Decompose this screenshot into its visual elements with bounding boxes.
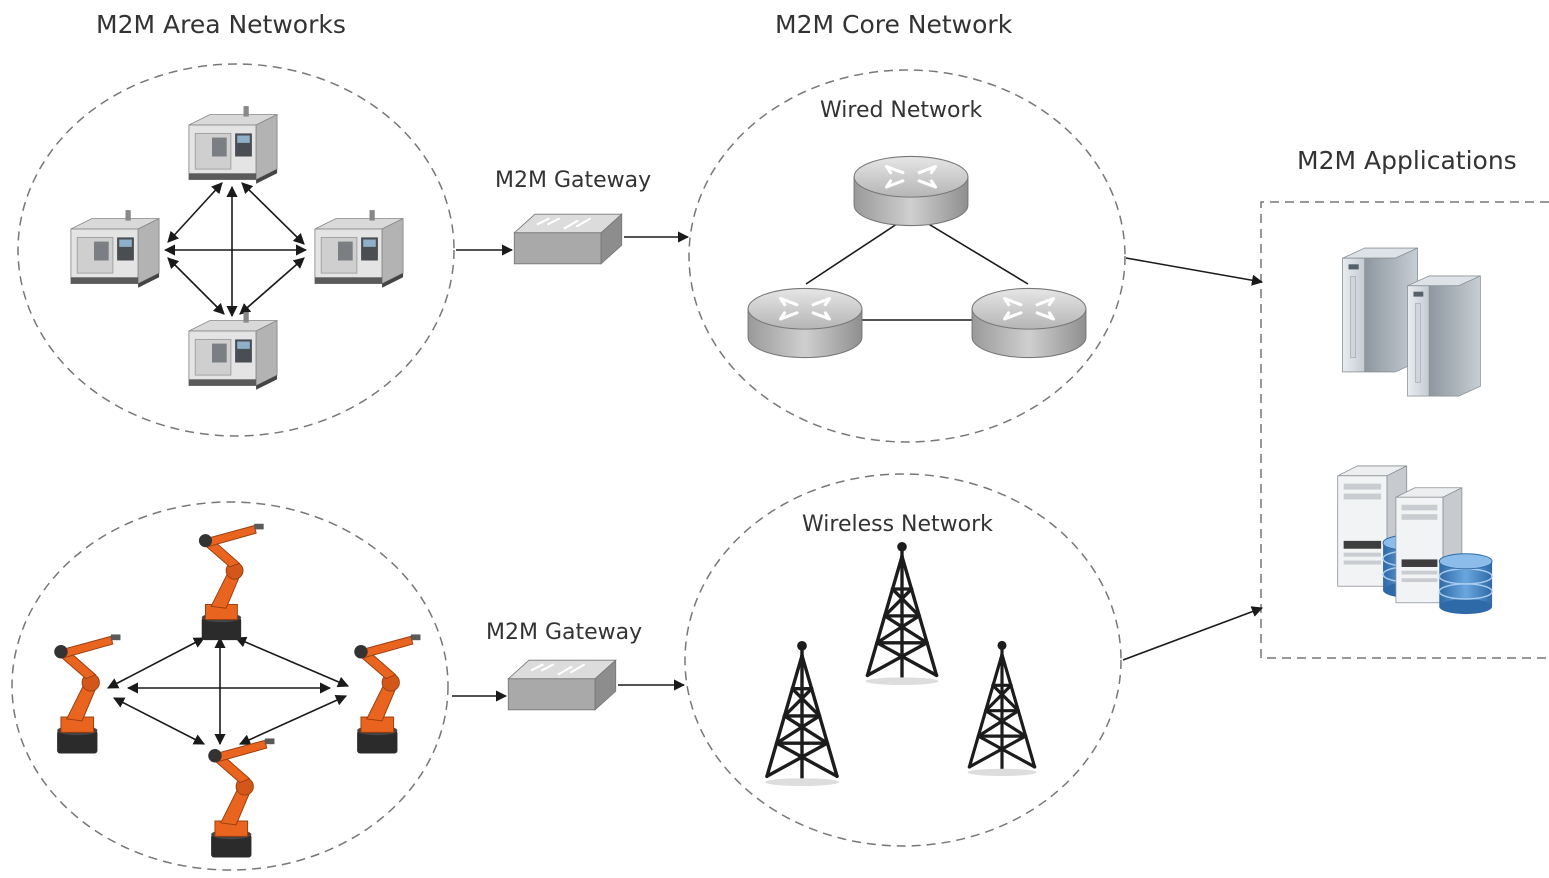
cnc-machine-icon — [314, 209, 404, 289]
gateway-label: M2M Gateway — [486, 620, 643, 645]
applications-header: M2M Applications — [1297, 146, 1517, 175]
cnc-machine-icon — [70, 209, 160, 289]
wired-network-label: Wired Network — [820, 98, 983, 123]
router-links — [805, 213, 1029, 321]
robot-arm-icon — [353, 633, 421, 754]
cnc-mesh-links — [163, 182, 308, 318]
wired-network-boundary — [688, 69, 1126, 443]
gateway-label: M2M Gateway — [495, 168, 652, 193]
robot-arm-icon — [207, 737, 275, 858]
cnc-machine-icon — [188, 311, 278, 391]
robot-mesh-links — [107, 636, 350, 746]
wireless-network-boundary — [684, 473, 1122, 847]
area-network-robot-boundary — [11, 501, 449, 871]
core-network-header: M2M Core Network — [775, 10, 1013, 39]
router-icon — [746, 286, 864, 360]
area-network-cnc-boundary — [17, 63, 455, 437]
robot-arm-icon — [198, 523, 265, 641]
robot-arm-icon — [53, 633, 121, 754]
radio-tower-icon — [763, 640, 841, 786]
router-icon — [970, 286, 1088, 360]
gateway-switch-icon — [507, 659, 617, 711]
cnc-machine-icon — [188, 105, 278, 185]
radio-tower-icon — [863, 540, 941, 686]
server-icon — [1341, 247, 1419, 373]
applications-boundary — [1260, 201, 1549, 659]
gateway-switch-icon — [513, 213, 623, 265]
router-icon — [852, 154, 970, 228]
flow-links — [452, 231, 1264, 702]
server-icon — [1406, 275, 1482, 397]
radio-tower-icon — [965, 640, 1039, 776]
database-server-icon — [1395, 486, 1493, 615]
wireless-network-label: Wireless Network — [802, 512, 993, 537]
area-networks-header: M2M Area Networks — [96, 10, 346, 39]
